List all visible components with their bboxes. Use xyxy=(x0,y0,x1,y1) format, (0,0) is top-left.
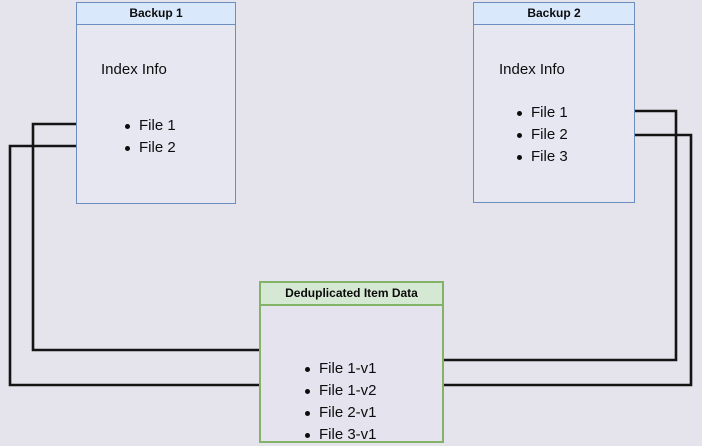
list-item: File 2-v1 xyxy=(303,402,377,424)
node-backup2-index-label: Index Info xyxy=(499,61,565,78)
node-backup1-index-label: Index Info xyxy=(101,61,167,78)
list-item: File 1-v2 xyxy=(303,380,377,402)
node-backup1-body: Index Info File 1 File 2 xyxy=(77,25,235,203)
node-backup2-body: Index Info File 1 File 2 File 3 xyxy=(474,25,634,202)
node-backup1[interactable]: Backup 1 Index Info File 1 File 2 xyxy=(76,2,236,204)
list-item: File 1-v1 xyxy=(303,358,377,380)
list-item: File 3 xyxy=(515,146,568,168)
list-item: File 1 xyxy=(123,115,176,137)
node-dedup-title: Deduplicated Item Data xyxy=(261,283,442,306)
node-dedup-body: File 1-v1 File 1-v2 File 2-v1 File 3-v1 xyxy=(261,306,442,443)
node-deduplicated-item-data[interactable]: Deduplicated Item Data File 1-v1 File 1-… xyxy=(259,281,444,443)
node-backup1-file-list: File 1 File 2 xyxy=(123,115,176,159)
list-item: File 2 xyxy=(123,137,176,159)
node-backup2-title: Backup 2 xyxy=(474,3,634,25)
list-item: File 1 xyxy=(515,102,568,124)
node-dedup-file-list: File 1-v1 File 1-v2 File 2-v1 File 3-v1 xyxy=(303,358,377,446)
node-backup1-title: Backup 1 xyxy=(77,3,235,25)
list-item: File 2 xyxy=(515,124,568,146)
node-backup2-file-list: File 1 File 2 File 3 xyxy=(515,102,568,168)
list-item: File 3-v1 xyxy=(303,424,377,446)
node-backup2[interactable]: Backup 2 Index Info File 1 File 2 File 3 xyxy=(473,2,635,203)
